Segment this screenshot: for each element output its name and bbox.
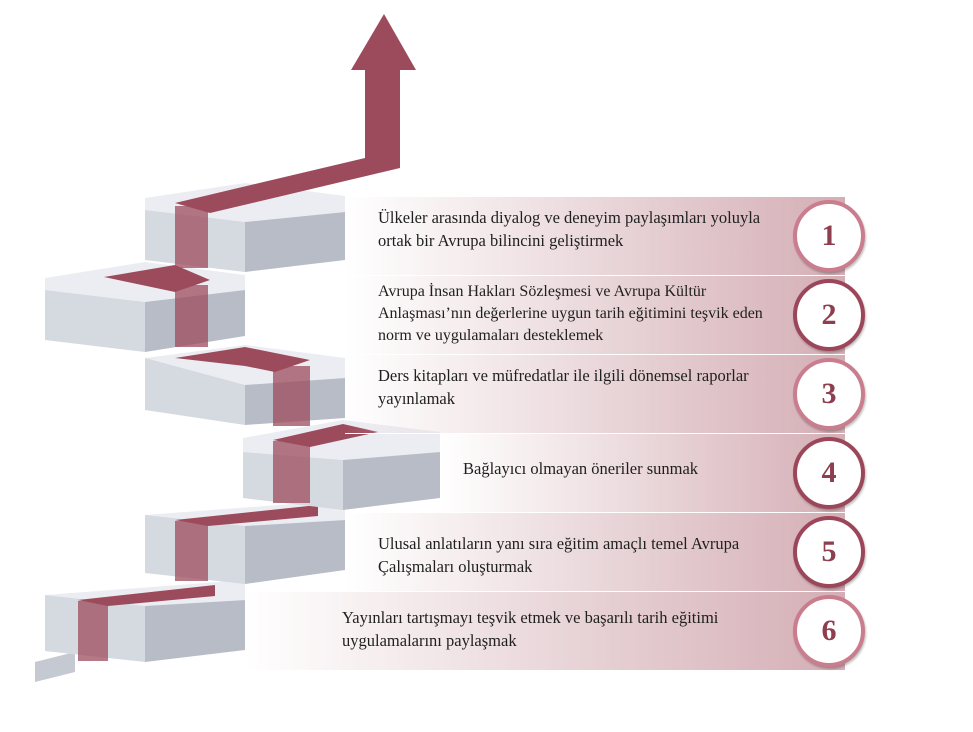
step-number-badge-6: 6 [793, 595, 865, 667]
step-number-1: 1 [821, 219, 837, 252]
step-text-5: Ulusal anlatıların yanı sıra eğitim amaç… [378, 534, 740, 576]
step-text-4: Bağlayıcı olmayan öneriler sunmak [463, 459, 699, 478]
stair-block-5 [145, 500, 345, 584]
step-text-1: Ülkeler arasında diyalog ve deneyim payl… [378, 208, 761, 250]
stair-block-6 [45, 580, 245, 662]
step-band-6 [245, 592, 845, 671]
step-number-4: 4 [821, 456, 837, 489]
step-band-5 [345, 513, 845, 592]
step-text-2: Avrupa İnsan Hakları Sözleşmesi ve Avrup… [378, 283, 763, 344]
stair-block-2 [45, 262, 245, 352]
step-band-3 [345, 355, 845, 434]
step-text-3: Ders kitapları ve müfredatlar ile ilgili… [378, 366, 749, 408]
step-number-2: 2 [821, 298, 837, 331]
step-band-1 [345, 197, 845, 276]
step-number-badge-4: 4 [793, 437, 865, 509]
stair-block-3 [145, 345, 345, 426]
ground-strip [35, 652, 75, 682]
step-number-badge-5: 5 [793, 516, 865, 588]
step-text-6: Yayınları tartışmayı teşvik etmek ve baş… [342, 608, 719, 650]
step-number-3: 3 [821, 377, 837, 410]
step-number-badge-2: 2 [793, 279, 865, 351]
step-number-5: 5 [821, 535, 837, 568]
step-band-2 [345, 276, 845, 355]
ascending-path [175, 70, 400, 213]
step-number-badge-3: 3 [793, 358, 865, 430]
step-number-badge-1: 1 [793, 200, 865, 272]
arrow-head-icon [351, 14, 416, 70]
step-band-4 [440, 434, 845, 513]
step-number-6: 6 [821, 614, 837, 647]
